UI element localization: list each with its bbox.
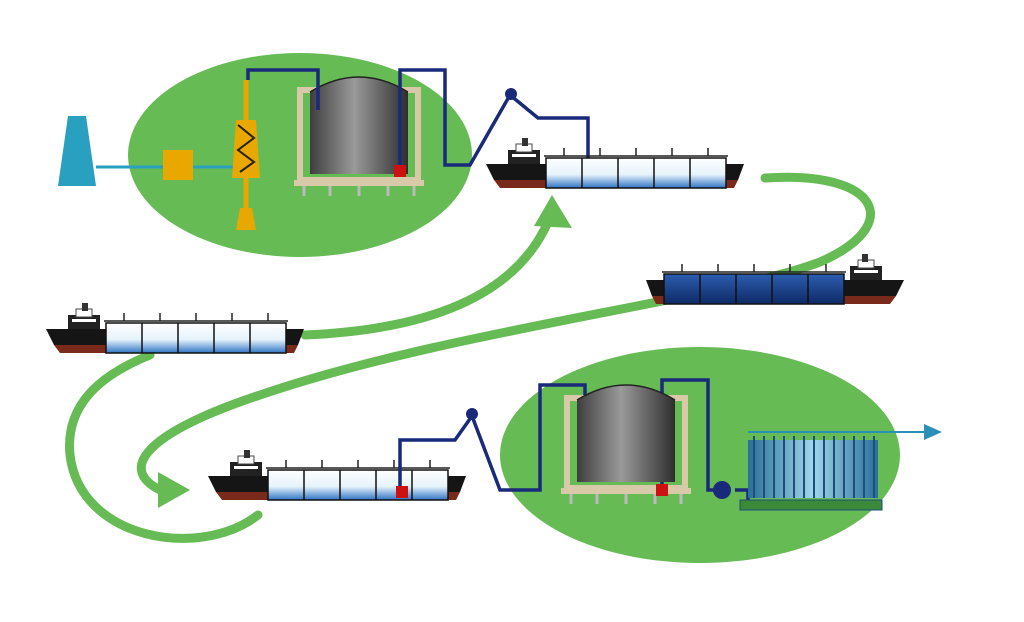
loading-arm-joint — [505, 88, 517, 100]
lng-tanker-icon — [645, 253, 905, 305]
pump-icon — [656, 484, 668, 496]
heat-exchanger-icon — [232, 80, 260, 230]
compressor-icon — [163, 150, 193, 180]
route-outbound — [136, 172, 875, 495]
route-return-to-loading — [300, 207, 557, 340]
lng-tanker-icon — [485, 137, 745, 189]
unloading-arm-joint — [466, 408, 478, 420]
route-return-leg — [65, 350, 263, 543]
lng-storage-tank-icon — [561, 385, 691, 504]
lng-storage-tank-icon — [294, 77, 424, 196]
pump-icon — [396, 486, 408, 498]
vaporizer-icon — [739, 436, 883, 511]
gas-well-icon — [58, 116, 96, 186]
pipeline-arrow-icon — [924, 424, 942, 440]
lng-tanker-icon — [45, 302, 305, 354]
pump-icon — [394, 165, 406, 177]
liquefaction-pipework — [246, 68, 590, 167]
pipeline-arrow-icon — [158, 472, 190, 508]
pump-icon — [713, 481, 731, 499]
lng-tanker-icon — [207, 449, 467, 501]
pipeline-arrow-icon — [534, 195, 572, 228]
shipping-route — [65, 172, 875, 543]
